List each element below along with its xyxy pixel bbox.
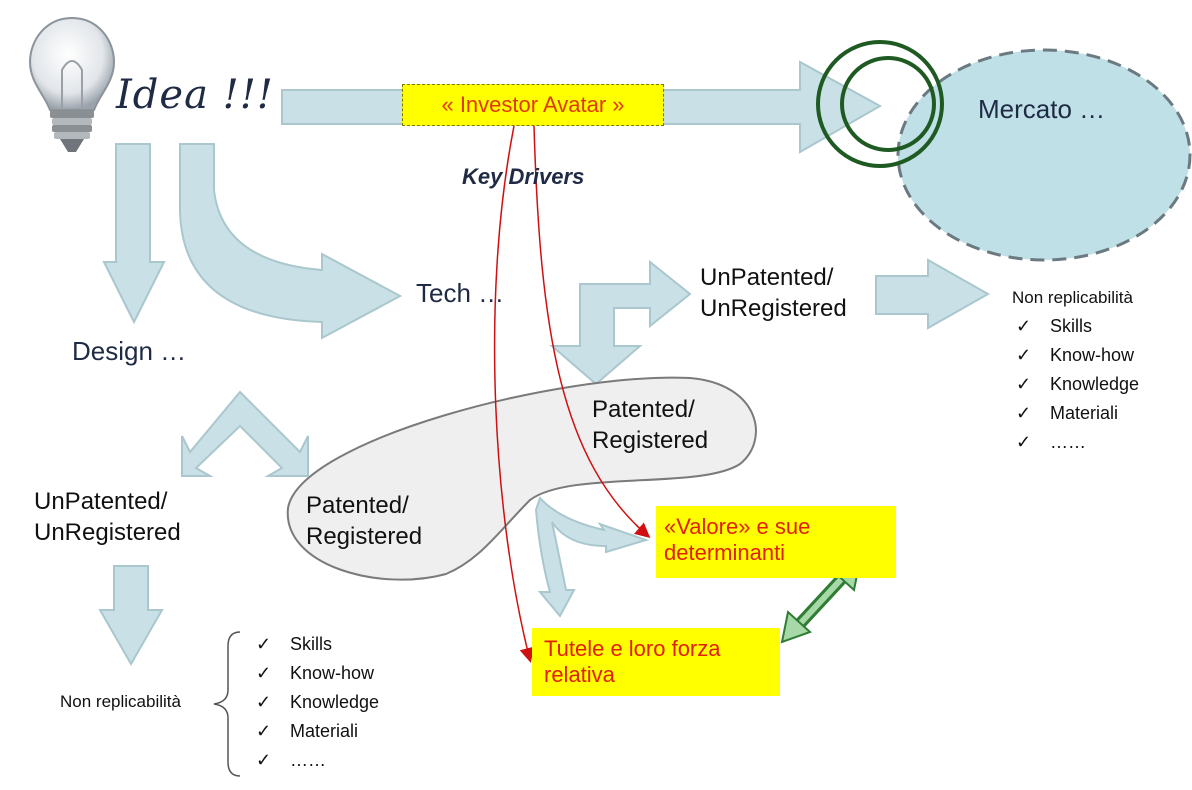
check-icon: ✓ bbox=[1016, 374, 1032, 394]
list-item: ✓Knowledge bbox=[1016, 370, 1139, 399]
list-item: ✓…… bbox=[256, 746, 379, 775]
list-item: ✓…… bbox=[1016, 428, 1139, 457]
check-icon: ✓ bbox=[256, 721, 272, 741]
checklist-right: ✓Skills ✓Know-how ✓Knowledge ✓Materiali … bbox=[1016, 312, 1139, 457]
non-replicabilita-left: Non replicabilità bbox=[60, 692, 181, 711]
list-item: ✓Materiali bbox=[1016, 399, 1139, 428]
tech-label: Tech … bbox=[416, 278, 505, 308]
patented-blob bbox=[286, 376, 757, 581]
market-circle bbox=[896, 48, 1192, 262]
check-icon: ✓ bbox=[256, 634, 272, 654]
design-split-arrow bbox=[181, 390, 309, 477]
idea-to-design-arrow bbox=[102, 143, 166, 325]
target-rings-icon bbox=[816, 40, 944, 168]
tutele-line2: relativa bbox=[544, 662, 615, 687]
list-item: ✓Knowledge bbox=[256, 688, 379, 717]
left-unpatented-label: UnPatented/ UnRegistered bbox=[34, 486, 181, 548]
left-unpatented-line2: UnRegistered bbox=[34, 519, 181, 546]
red-arrow-tutele bbox=[493, 125, 535, 663]
unpatented-to-nonrep-arrow bbox=[875, 258, 991, 330]
red-arrow-valore bbox=[533, 125, 651, 538]
check-icon: ✓ bbox=[1016, 316, 1032, 336]
left-patented-line1: Patented/ bbox=[306, 492, 409, 519]
top-unpatented-line2: UnRegistered bbox=[700, 295, 847, 322]
idea-title: Idea !!! bbox=[116, 72, 274, 118]
idea-to-tech-arrow bbox=[179, 143, 403, 340]
list-item: ✓Skills bbox=[256, 630, 379, 659]
light-bulb-icon bbox=[28, 16, 116, 152]
top-patented-label: Patented/ Registered bbox=[592, 394, 708, 456]
top-unpatented-label: UnPatented/ UnRegistered bbox=[700, 262, 847, 324]
tutele-box: Tutele e loro forza relativa bbox=[532, 628, 780, 696]
key-drivers-label: Key Drivers bbox=[462, 164, 585, 189]
left-unpatented-down-arrow bbox=[98, 565, 164, 667]
valore-line2: determinanti bbox=[664, 540, 786, 565]
top-patented-line2: Registered bbox=[592, 427, 709, 454]
tech-split-arrow bbox=[549, 259, 692, 386]
non-replicabilita-right: Non replicabilità bbox=[1012, 288, 1133, 307]
blob-fork-arrows bbox=[534, 496, 650, 618]
list-item: ✓Materiali bbox=[256, 717, 379, 746]
tutele-line1: Tutele e loro forza bbox=[544, 636, 721, 661]
check-icon: ✓ bbox=[1016, 432, 1032, 452]
left-patented-line2: Registered bbox=[306, 523, 423, 550]
check-icon: ✓ bbox=[256, 663, 272, 683]
design-label: Design … bbox=[72, 336, 187, 366]
list-item: ✓Know-how bbox=[256, 659, 379, 688]
curly-brace-icon bbox=[213, 631, 241, 777]
valore-line1: «Valore» e sue bbox=[664, 514, 811, 539]
checklist-left: ✓Skills ✓Know-how ✓Knowledge ✓Materiali … bbox=[256, 630, 379, 775]
check-icon: ✓ bbox=[1016, 403, 1032, 423]
mercato-label: Mercato … bbox=[978, 94, 1106, 124]
investor-avatar-box: « Investor Avatar » bbox=[402, 84, 664, 126]
check-icon: ✓ bbox=[1016, 345, 1032, 365]
check-icon: ✓ bbox=[256, 750, 272, 770]
top-unpatented-line1: UnPatented/ bbox=[700, 264, 834, 291]
list-item: ✓Skills bbox=[1016, 312, 1139, 341]
check-icon: ✓ bbox=[256, 692, 272, 712]
valore-box: «Valore» e sue determinanti bbox=[656, 506, 896, 578]
left-patented-label: Patented/ Registered bbox=[306, 490, 422, 552]
top-patented-line1: Patented/ bbox=[592, 396, 695, 423]
list-item: ✓Know-how bbox=[1016, 341, 1139, 370]
left-unpatented-line1: UnPatented/ bbox=[34, 488, 168, 515]
